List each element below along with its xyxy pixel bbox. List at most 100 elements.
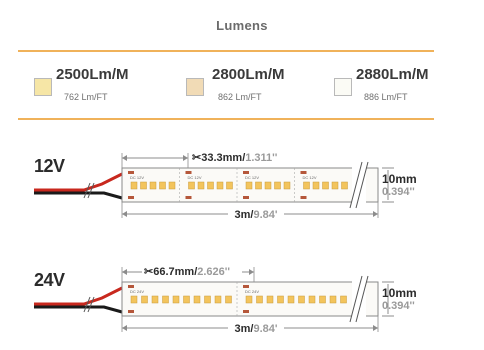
strip-2-len-text-bg (228, 320, 284, 333)
strip-1-pcb-label: DC 12V (130, 175, 144, 180)
strip-1-led (312, 181, 320, 190)
strip-1-pcb-label: DC 12V (188, 175, 202, 180)
strip-2-cut-pad-top (243, 285, 249, 288)
strip-2-wire-black (34, 305, 123, 314)
strip-1-pcb-gap (352, 167, 366, 203)
strip-2-len-text: 3m/9.84' (235, 323, 278, 335)
strip-1-led (283, 181, 291, 190)
strip-2-led (245, 295, 253, 304)
strip-1-led (303, 181, 310, 190)
strip-2-led (266, 295, 274, 304)
strip-2-break-b (355, 275, 369, 323)
strip-2-led (340, 295, 347, 304)
strip-2-wire-break-b (87, 296, 95, 313)
strip-2-break-a (349, 275, 363, 323)
strip-2-led (172, 295, 180, 304)
strip-2-led (204, 295, 211, 304)
strip-1-cut-pad-bottom (243, 196, 249, 199)
strip-1-wire-red (34, 172, 123, 192)
strip-2-led (141, 295, 148, 304)
voltage-label-24v: 24V (34, 270, 65, 290)
strip-1-width-metric-part: 10mm (382, 172, 417, 186)
strip-1-led (140, 181, 147, 190)
color-swatch-1 (34, 78, 52, 96)
strip-1-led (159, 181, 166, 190)
strip-1-led (341, 181, 348, 190)
strip-1-width-imperial-part: 0.394'' (382, 186, 415, 198)
strip-1-led (322, 181, 329, 190)
strip-2-pcb-gap (352, 281, 366, 317)
strip-2-led (319, 295, 326, 304)
strip-2-pcb-tail (363, 281, 379, 317)
strip-1-led (207, 181, 214, 190)
strip-1-len-dim-arrow-right (373, 211, 378, 217)
strip-2-pcb (121, 281, 355, 317)
strip-2-cut-dim-arrow-right (249, 269, 254, 275)
strip-2-led (225, 295, 232, 304)
lumens-per-meter-2: 2800Lm/M (212, 66, 285, 83)
strip-2-len-dim-arrow-left (122, 325, 127, 331)
strip-2-led (329, 295, 337, 304)
strip-1-cut-dim-arrow-left (122, 155, 127, 161)
strip-1-width-metric: 10mm (382, 172, 417, 186)
strip-1-cut-text-bg (190, 149, 290, 162)
strip-1-len-text-part: 9.84' (253, 209, 277, 221)
strip-2-len-text-part: 9.84' (253, 323, 277, 335)
strip-1-cut-pad-top (300, 171, 307, 174)
lumens-per-meter-3: 2880Lm/M (356, 66, 429, 83)
voltage-label-12v: 12V (34, 156, 65, 176)
lumens-per-meter-1: 2500Lm/M (56, 66, 129, 83)
strip-2-led (308, 295, 316, 304)
strip-2-pcb-label: DC 24V (130, 289, 144, 294)
strip-1-break-a (349, 161, 363, 209)
strip-1-cut-pad-bottom (300, 196, 307, 199)
strip-1-width-imperial: 0.394'' (382, 186, 415, 198)
strip-1-led (264, 181, 272, 190)
strip-2-width-metric-part: 10mm (382, 286, 417, 300)
strip-1-cut-text-part: 1.311'' (245, 152, 278, 164)
strip-2-wire-break-a (83, 296, 91, 313)
strip-2-width-metric: 10mm (382, 286, 417, 300)
strip-1-cut-text: ✂33.3mm/1.311'' (192, 152, 278, 164)
strip-1-len-text-part: 3m/ (235, 209, 254, 221)
strip-1-cut-pad-bottom (128, 196, 134, 199)
strip-2-cut-dim-arrow-left (122, 269, 127, 275)
strip-1-led (130, 181, 138, 190)
strip-2-wire-red (34, 286, 123, 306)
strip-2-width-imperial-part: 0.394'' (382, 300, 415, 312)
strip-1-led (245, 181, 253, 190)
strip-2-cut-pad-top (128, 285, 134, 288)
strip-2-led (130, 295, 138, 304)
strip-1-cut-text-part: ✂33.3mm/ (192, 152, 245, 164)
strip-2-led (287, 295, 295, 304)
strip-1-led (216, 181, 224, 190)
strip-2-led (214, 295, 222, 304)
strip-1-led (226, 181, 233, 190)
strip-1-led (274, 181, 281, 190)
strip-2-led (193, 295, 201, 304)
strip-1-led (331, 181, 339, 190)
strip-1-wire-black (34, 191, 123, 200)
strip-2-led (277, 295, 284, 304)
strip-2-led (256, 295, 263, 304)
strip-1-cut-pad-top (185, 171, 192, 174)
strip-2-cut-text-part: 2.626'' (197, 266, 230, 278)
strip-1-led (197, 181, 205, 190)
strip-1-led (149, 181, 157, 190)
strip-1-pcb-label: DC 12V (303, 175, 317, 180)
strip-2-led (298, 295, 305, 304)
strip-2-len-dim-arrow-right (373, 325, 378, 331)
strip-1-led (255, 181, 262, 190)
strip-2-cut-text: ✂66.7mm/2.626'' (144, 266, 230, 278)
strip-1-cut-pad-bottom (185, 196, 192, 199)
strip-1-wire-break-a (83, 182, 91, 199)
strip-1-cut-dim-arrow-right (183, 155, 188, 161)
strip-1-len-text-bg (228, 206, 284, 219)
strip-1-led (168, 181, 176, 190)
color-swatch-2 (186, 78, 204, 96)
strip-2-cut-text-part: ✂66.7mm/ (144, 266, 197, 278)
lumens-per-foot-2: 862 Lm/FT (218, 92, 262, 102)
strip-1-break-b (355, 161, 369, 209)
page-title: Lumens (216, 18, 268, 33)
